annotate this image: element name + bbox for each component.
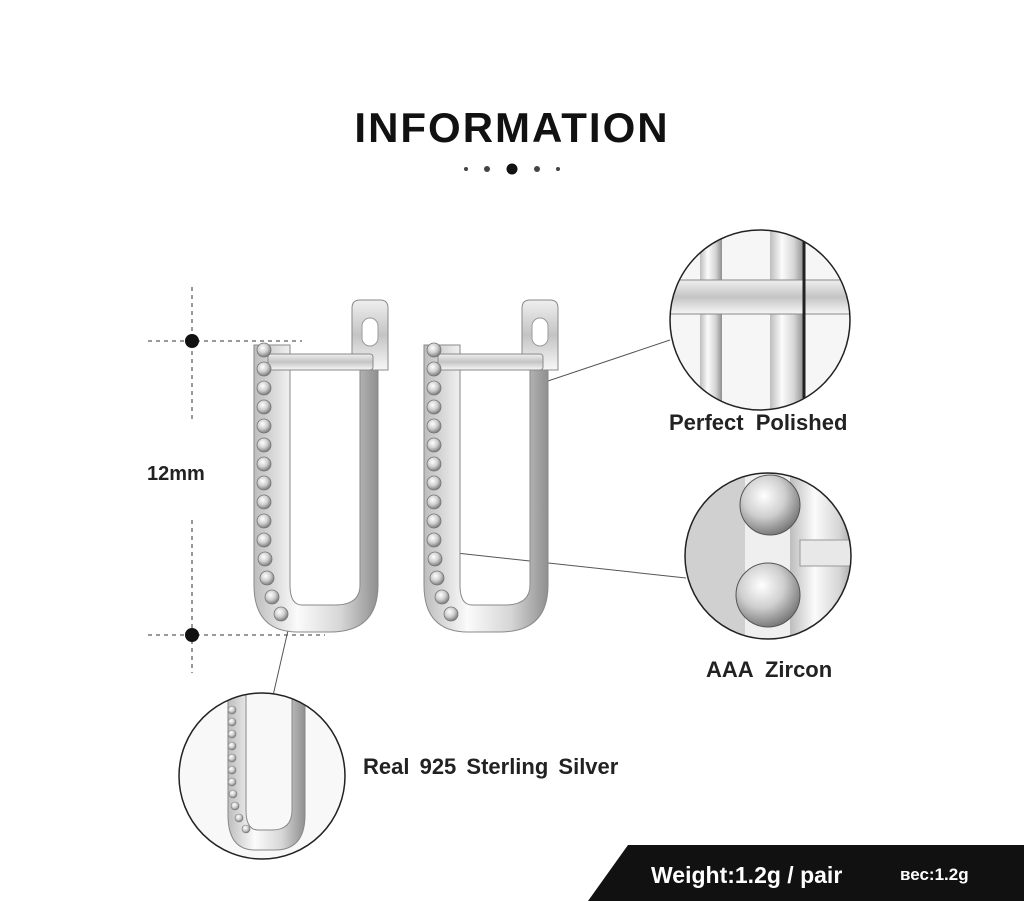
weight-label: Weight:1.2g / pair xyxy=(651,862,843,888)
callout-lines xyxy=(271,339,687,701)
earring-left xyxy=(253,299,389,633)
zoom-circle-icon xyxy=(669,229,851,411)
zoom-circle-icon xyxy=(178,692,346,860)
dimension-label: 12mm xyxy=(147,463,205,485)
feature-silver-label: Real 925 Sterling Silver xyxy=(363,754,619,779)
zoom-circle-icon xyxy=(684,472,852,640)
carousel-dots-icon xyxy=(464,163,560,175)
dimension-dot-icon xyxy=(185,334,199,348)
weight-label-ru: вес:1.2g xyxy=(900,865,969,884)
dimension-marker xyxy=(148,287,325,673)
feature-polished-label: Perfect Polished xyxy=(669,410,848,435)
page-title: INFORMATION xyxy=(354,104,670,151)
feature-zircon-label: AAA Zircon xyxy=(706,657,833,682)
weight-band xyxy=(588,845,1024,901)
dimension-dot-icon xyxy=(185,628,199,642)
earring-right xyxy=(423,299,559,633)
